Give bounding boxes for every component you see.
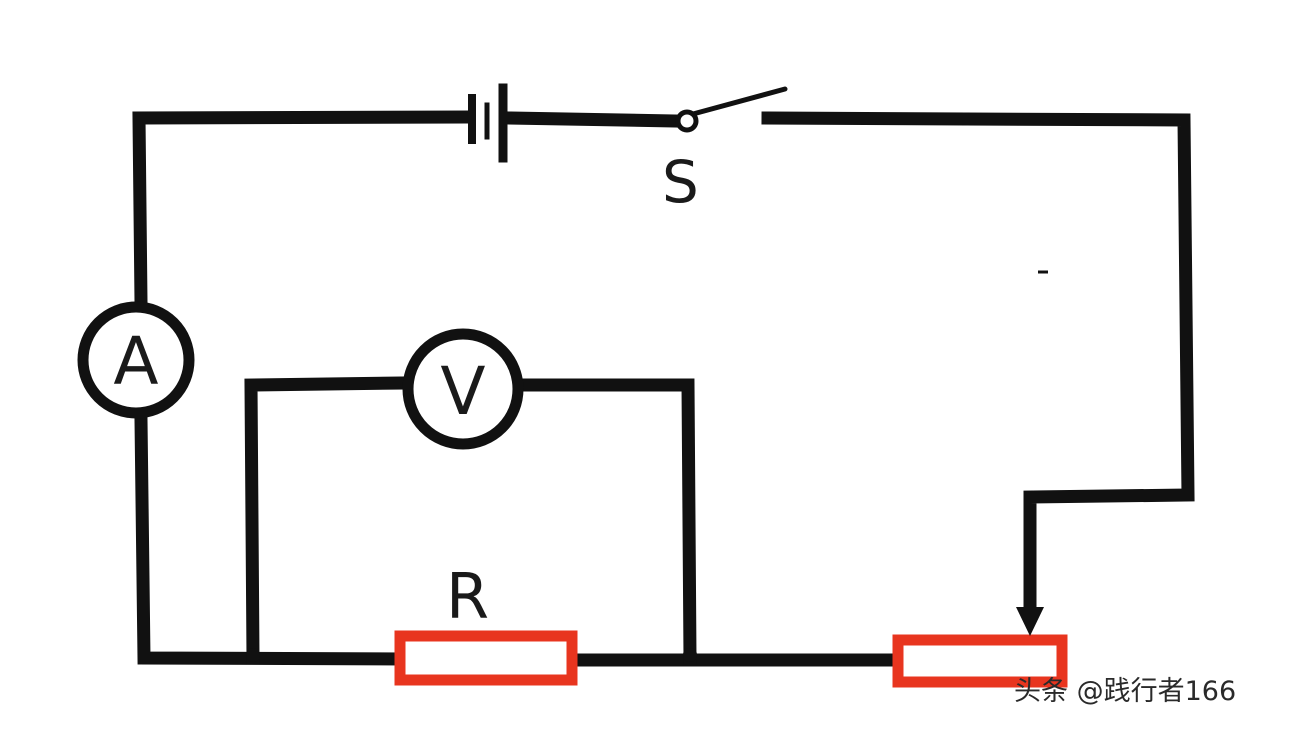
junction-dot: [246, 648, 260, 662]
wire-voltmeter-left: [244, 376, 412, 665]
wire-voltmeter-right: [515, 378, 697, 665]
watermark-text: 头条 @践行者166: [1014, 676, 1236, 707]
rheostat: [892, 634, 1068, 688]
resistor-r: [394, 630, 578, 686]
ammeter: A: [77, 301, 195, 419]
battery-symbol: [468, 83, 508, 163]
slider-arrow-icon: [1016, 607, 1044, 636]
resistor-label: R: [446, 560, 489, 633]
voltmeter: V: [402, 328, 524, 450]
wire-top-left: [132, 110, 474, 309]
ammeter-label: A: [113, 323, 158, 400]
wire-right-side: [761, 111, 1195, 617]
wire-left-lower: [134, 413, 407, 666]
junction-dot: [683, 648, 697, 662]
voltmeter-label: V: [440, 353, 485, 430]
switch-label: S: [662, 148, 699, 216]
switch-symbol: [675, 86, 788, 133]
wire-battery-switch: [504, 111, 682, 128]
